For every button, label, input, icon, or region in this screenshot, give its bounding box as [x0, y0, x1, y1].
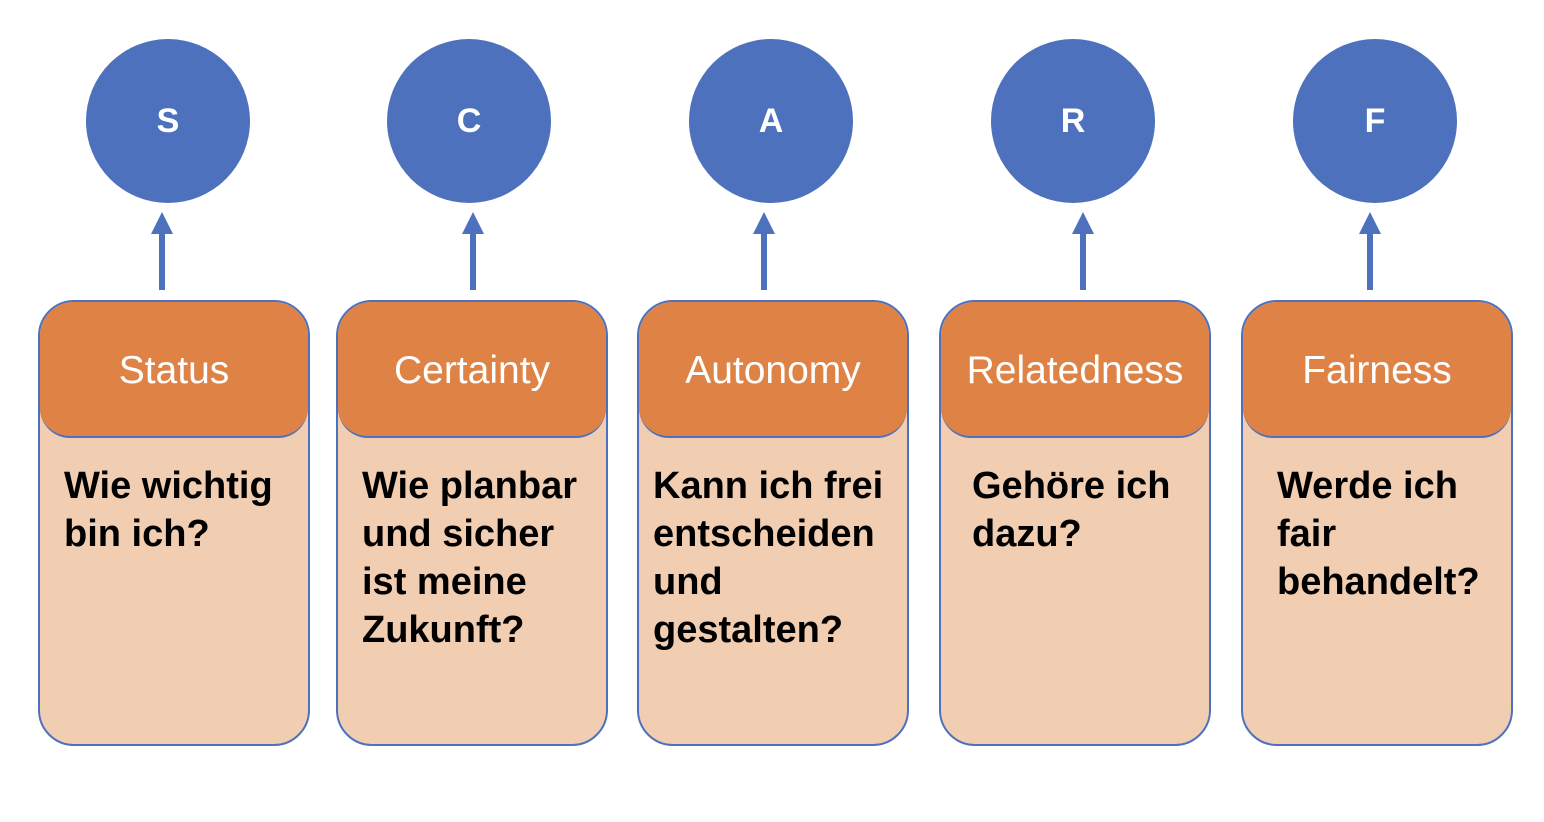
up-arrow-icon — [1072, 212, 1094, 290]
column-status: S Status Wie wichtig bin ich? — [38, 0, 314, 822]
card-question: Werde ich fair behandelt? — [1277, 465, 1480, 603]
column-relatedness: R Relatedness Gehöre ich dazu? — [939, 0, 1215, 822]
up-arrow-icon — [462, 212, 484, 290]
card-question: Kann ich frei entscheiden und gestalten? — [653, 465, 884, 651]
letter-circle-s: S — [86, 39, 250, 203]
column-autonomy: A Autonomy Kann ich frei entscheiden und… — [637, 0, 913, 822]
card-question: Wie planbar und sicher ist meine Zukunft… — [362, 465, 578, 651]
column-certainty: C Certainty Wie planbar und sicher ist m… — [336, 0, 612, 822]
letter-circle-r: R — [991, 39, 1155, 203]
card-title: Fairness — [1243, 302, 1511, 438]
card-fairness: Fairness Werde ich fair behandelt? — [1241, 300, 1513, 746]
letter-circle-c: C — [387, 39, 551, 203]
card-title: Autonomy — [639, 302, 907, 438]
card-title: Certainty — [338, 302, 606, 438]
up-arrow-icon — [1359, 212, 1381, 290]
up-arrow-icon — [151, 212, 173, 290]
up-arrow-icon — [753, 212, 775, 290]
column-fairness: F Fairness Werde ich fair behandelt? — [1241, 0, 1517, 822]
card-status: Status Wie wichtig bin ich? — [38, 300, 310, 746]
card-title: Relatedness — [941, 302, 1209, 438]
card-question: Gehöre ich dazu? — [972, 465, 1171, 555]
card-certainty: Certainty Wie planbar und sicher ist mei… — [336, 300, 608, 746]
card-relatedness: Relatedness Gehöre ich dazu? — [939, 300, 1211, 746]
card-autonomy: Autonomy Kann ich frei entscheiden und g… — [637, 300, 909, 746]
letter-circle-f: F — [1293, 39, 1457, 203]
card-question: Wie wichtig bin ich? — [64, 465, 273, 555]
letter-circle-a: A — [689, 39, 853, 203]
card-title: Status — [40, 302, 308, 438]
